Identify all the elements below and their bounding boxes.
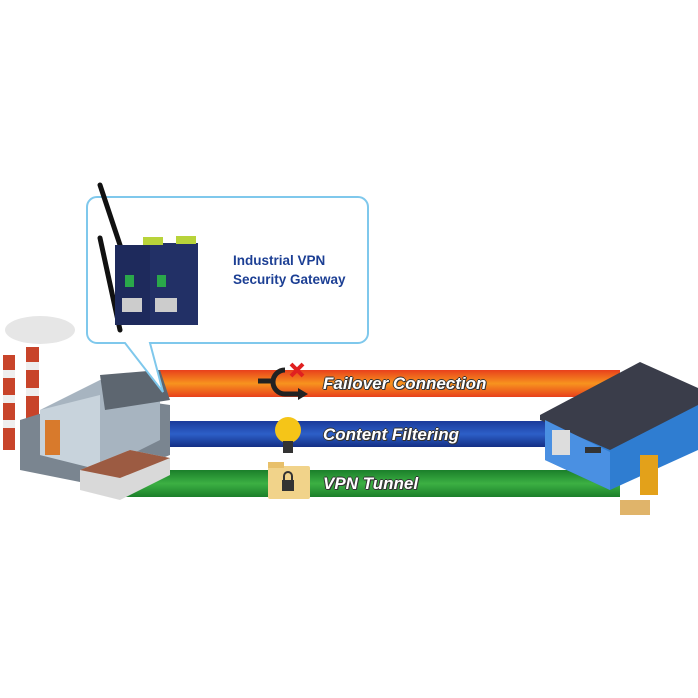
callout-text: Industrial VPN Security Gateway — [233, 251, 346, 289]
failover-arrow-icon — [258, 362, 308, 400]
vpn-gateway-device-icon — [97, 182, 198, 333]
vpn-tunnel-band — [120, 470, 620, 497]
lock-folder-icon — [268, 462, 310, 499]
vpn-tunnel-label: VPN Tunnel — [323, 474, 419, 493]
warehouse-illustration — [540, 362, 698, 515]
lightbulb-icon — [275, 417, 301, 453]
content-filtering-band — [150, 421, 570, 447]
factory-illustration — [3, 316, 170, 500]
failover-connection-label: Failover Connection — [323, 374, 487, 393]
content-filtering-label: Content Filtering — [323, 425, 459, 444]
callout-line-1: Industrial VPN — [233, 253, 326, 268]
callout-line-2: Security Gateway — [233, 272, 346, 287]
failover-band — [150, 370, 620, 397]
